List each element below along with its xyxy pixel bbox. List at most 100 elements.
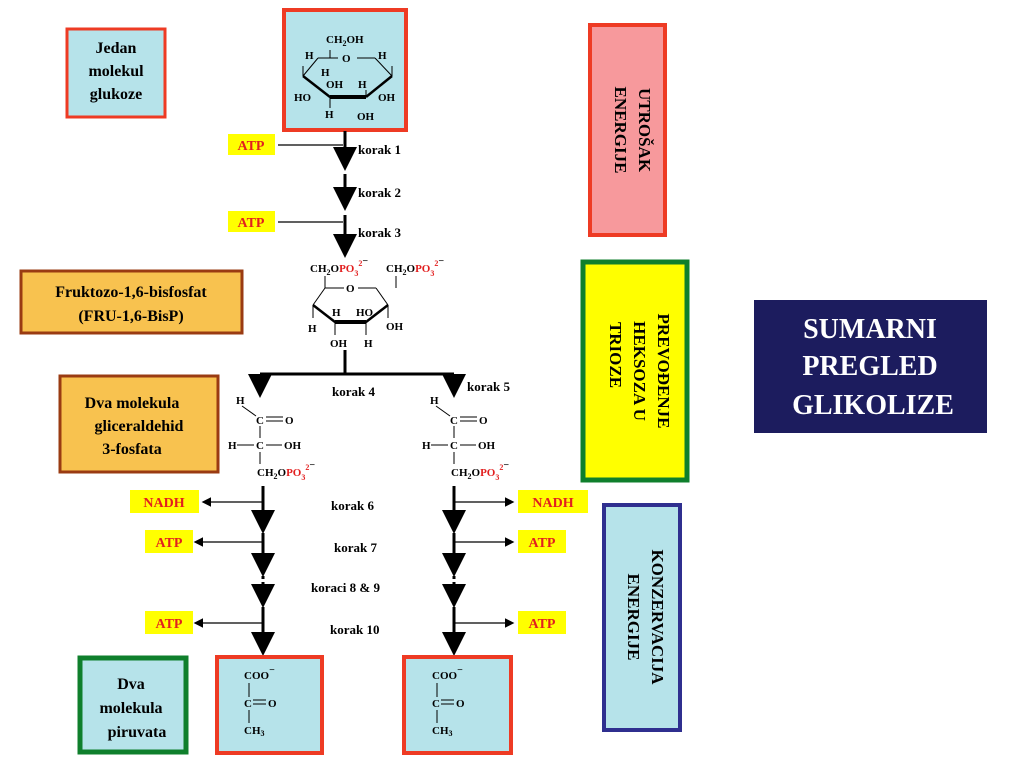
- glucose-label-line1: Jedan: [96, 40, 137, 57]
- fructose-label-box: Fruktozo-1,6-bisfosfat (FRU-1,6-BisP): [19, 269, 244, 335]
- glucose-oh-2: OH: [378, 92, 396, 104]
- atp-output-right-1: ATP: [518, 530, 566, 553]
- svg-text:ATP: ATP: [529, 617, 556, 632]
- glucose-ho: HO: [294, 92, 312, 104]
- svg-text:ATP: ATP: [156, 617, 183, 632]
- phase-energy-investment: UTROŠAK ENERGIJE: [588, 23, 667, 237]
- pyruvate-label-line1: Dva: [117, 676, 145, 693]
- svg-text:OH: OH: [284, 440, 302, 452]
- svg-text:O: O: [285, 415, 294, 427]
- glucose-label-line3: glukoze: [90, 86, 142, 103]
- upper-pathway: [278, 131, 357, 258]
- step-10: korak 10: [330, 622, 379, 637]
- svg-text:CH2OPO32−: CH2OPO32−: [386, 256, 444, 278]
- pyruvate-structure-left: COO− C O CH3: [215, 655, 324, 755]
- step-5: korak 5: [467, 379, 510, 394]
- svg-text:COO−: COO−: [244, 665, 275, 682]
- title-line2: PREGLED: [802, 351, 937, 382]
- svg-text:OH: OH: [330, 338, 348, 350]
- svg-text:H: H: [236, 395, 245, 407]
- glucose-oh-3: OH: [357, 111, 375, 123]
- title-box: SUMARNI PREGLED GLIKOLIZE: [754, 300, 987, 433]
- svg-text:COO−: COO−: [432, 665, 463, 682]
- svg-text:O: O: [456, 698, 465, 710]
- atp-input-2: ATP: [228, 211, 275, 232]
- svg-text:C: C: [244, 698, 252, 710]
- lower-pathway-right: [442, 486, 515, 656]
- svg-text:CH2OPO32−: CH2OPO32−: [257, 460, 315, 482]
- glucose-h-2: H: [378, 50, 387, 62]
- svg-text:O: O: [268, 698, 277, 710]
- lower-pathway-left: [193, 486, 275, 656]
- svg-text:H: H: [332, 307, 341, 319]
- phase3-line1: KONZERVACIJA: [648, 549, 667, 685]
- atp-output-left-2: ATP: [145, 611, 193, 634]
- steps-8-9: koraci 8 & 9: [311, 580, 380, 595]
- svg-text:H: H: [430, 395, 439, 407]
- svg-text:C: C: [432, 698, 440, 710]
- svg-text:CH2OPO32−: CH2OPO32−: [451, 460, 509, 482]
- glucose-oh-1: OH: [326, 79, 344, 91]
- svg-text:H: H: [364, 338, 373, 350]
- step-2: korak 2: [358, 185, 401, 200]
- glucose-structure-box: CH2OH O H H H OH H HO OH H OH: [282, 8, 408, 132]
- phase-energy-conservation: KONZERVACIJA ENERGIJE: [602, 503, 682, 732]
- phase1-line1: UTROŠAK: [635, 88, 654, 173]
- glucose-h-4: H: [358, 79, 367, 91]
- title-line1: SUMARNI: [803, 314, 937, 345]
- nadh-output-left: NADH: [130, 490, 199, 513]
- svg-text:H: H: [308, 323, 317, 335]
- pyruvate-label-line2: molekula: [99, 700, 162, 717]
- g3p-label-line2: gliceraldehid: [95, 418, 184, 435]
- svg-text:C: C: [450, 440, 458, 452]
- g3p-label-line1: Dva molekula: [85, 395, 180, 412]
- svg-text:CH3: CH3: [432, 725, 453, 738]
- svg-text:NADH: NADH: [532, 496, 573, 511]
- step-1: korak 1: [358, 142, 401, 157]
- svg-text:C: C: [256, 440, 264, 452]
- nadh-output-right: NADH: [518, 490, 588, 513]
- phase3-line2: ENERGIJE: [624, 574, 643, 661]
- glucose-h-1: H: [305, 50, 314, 62]
- glucose-ring: [302, 50, 393, 108]
- svg-text:O: O: [346, 283, 355, 295]
- phase1-line2: ENERGIJE: [611, 87, 630, 174]
- svg-text:ATP: ATP: [529, 536, 556, 551]
- svg-text:HO: HO: [356, 307, 374, 319]
- phase-hexose-to-triose: PREVOĐENJE HEKSOZA U TRIOZE: [580, 259, 690, 483]
- svg-text:O: O: [479, 415, 488, 427]
- glucose-h-3: H: [321, 67, 330, 79]
- svg-text:ATP: ATP: [238, 216, 265, 231]
- fructose-label-line1: Fruktozo-1,6-bisfosfat: [55, 284, 207, 301]
- svg-text:H: H: [228, 440, 237, 452]
- glucose-label-box: Jedan molekul glukoze: [65, 27, 167, 119]
- svg-text:H: H: [422, 440, 431, 452]
- step-4: korak 4: [332, 384, 375, 399]
- fructose-label-line2: (FRU-1,6-BisP): [78, 308, 183, 325]
- svg-text:CH2OPO32−: CH2OPO32−: [310, 256, 368, 278]
- g3p-structure-right: H C O H C OH CH2OPO32−: [422, 395, 509, 482]
- svg-text:OH: OH: [386, 321, 404, 333]
- svg-text:NADH: NADH: [143, 496, 184, 511]
- title-line3: GLIKOLIZE: [792, 390, 954, 421]
- atp-input-1: ATP: [228, 134, 275, 155]
- atp-output-right-2: ATP: [518, 611, 566, 634]
- svg-text:OH: OH: [478, 440, 496, 452]
- svg-text:C: C: [450, 415, 458, 427]
- split-arrows: [248, 350, 466, 398]
- g3p-label-box: Dva molekula gliceraldehid 3-fosfata: [58, 374, 220, 474]
- glucose-label-line2: molekul: [88, 63, 144, 80]
- pyruvate-label-line3: piruvata: [108, 724, 167, 741]
- pyruvate-label-box: Dva molekula piruvata: [77, 655, 189, 755]
- svg-text:CH2OH: CH2OH: [326, 34, 364, 48]
- g3p-label-line3: 3-fosfata: [102, 441, 162, 458]
- step-6: korak 6: [331, 498, 374, 513]
- svg-text:ATP: ATP: [156, 536, 183, 551]
- svg-text:ATP: ATP: [238, 139, 265, 154]
- pyruvate-structure-right: COO− C O CH3: [402, 655, 513, 755]
- g3p-structure-left: H C O H C OH CH2OPO32−: [228, 395, 315, 482]
- glucose-h-5: H: [325, 109, 334, 121]
- svg-text:CH3: CH3: [244, 725, 265, 738]
- phase2-line2: HEKSOZA U: [630, 321, 649, 421]
